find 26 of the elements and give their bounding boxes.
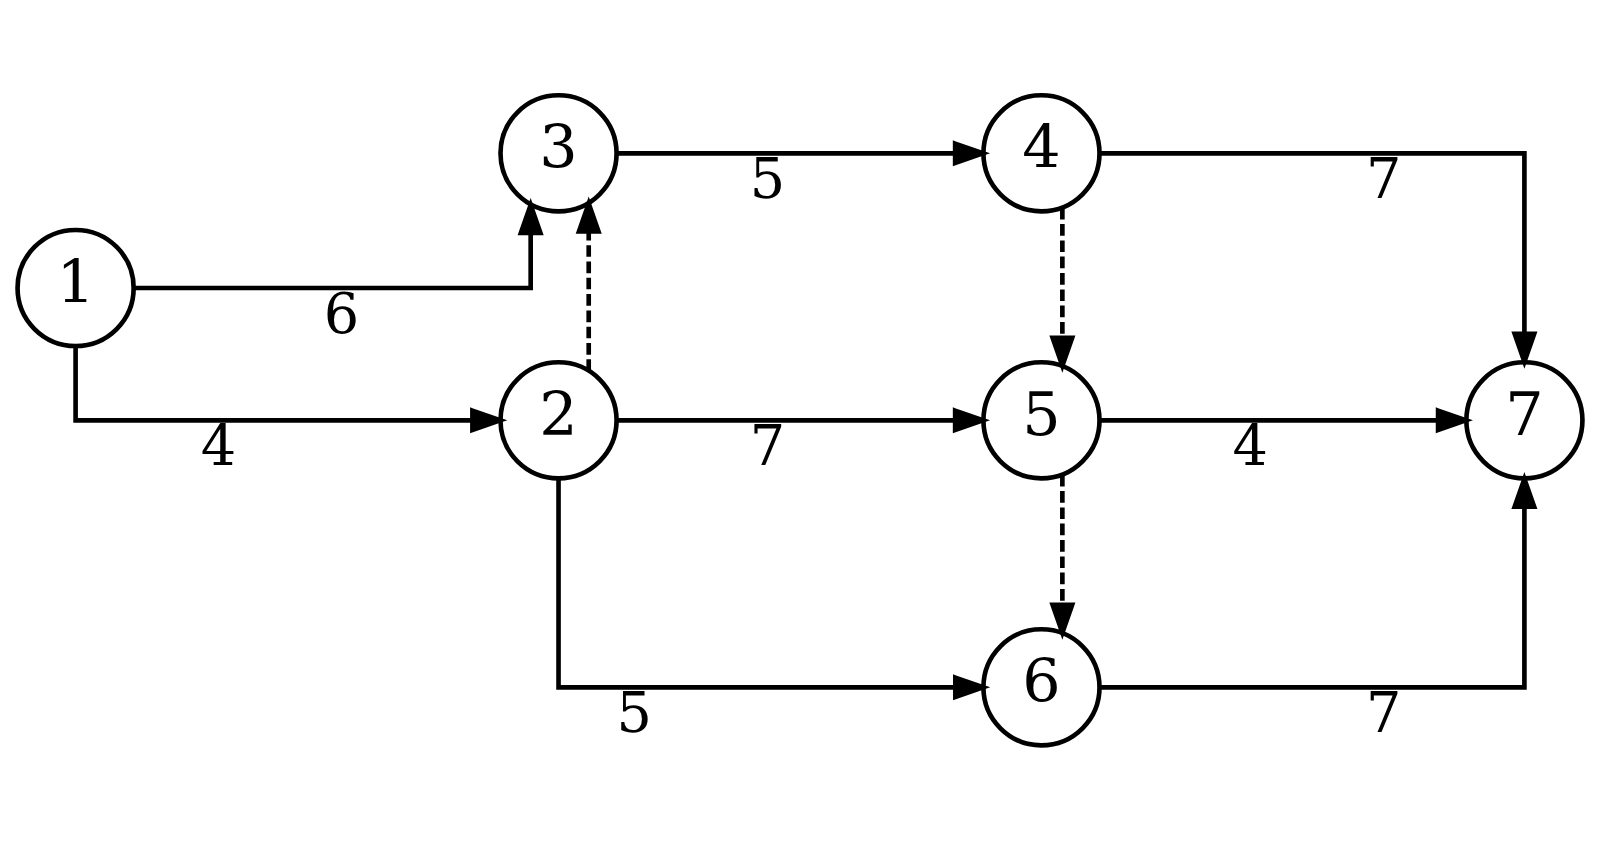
edge-label: 4 [200,412,237,478]
arrow [73,345,508,433]
arrow [1099,406,1473,433]
arrow [134,197,544,290]
edge-label: 5 [616,679,652,745]
arrow [556,478,991,700]
edge-label: 7 [749,412,786,478]
edge-label: 6 [323,280,360,346]
node-circle: 2 [498,359,619,481]
edge-label: 5 [749,145,786,211]
node-circle: 3 [498,92,619,214]
arrow [1099,471,1538,690]
node-circle: 6 [981,626,1102,748]
arrow [616,139,991,166]
edge-label: 4 [1232,412,1269,478]
node-circle: 5 [981,359,1102,481]
arrow [1049,207,1076,373]
arrow [575,196,602,371]
node-circle: 1 [15,227,136,348]
edge-label: 7 [1366,679,1402,745]
arrow [1099,150,1538,369]
edge-label: 7 [1366,145,1402,211]
arrow [616,406,991,433]
node-circle: 4 [981,92,1102,214]
node-circle: 7 [1464,359,1585,481]
arrow [1049,474,1076,640]
